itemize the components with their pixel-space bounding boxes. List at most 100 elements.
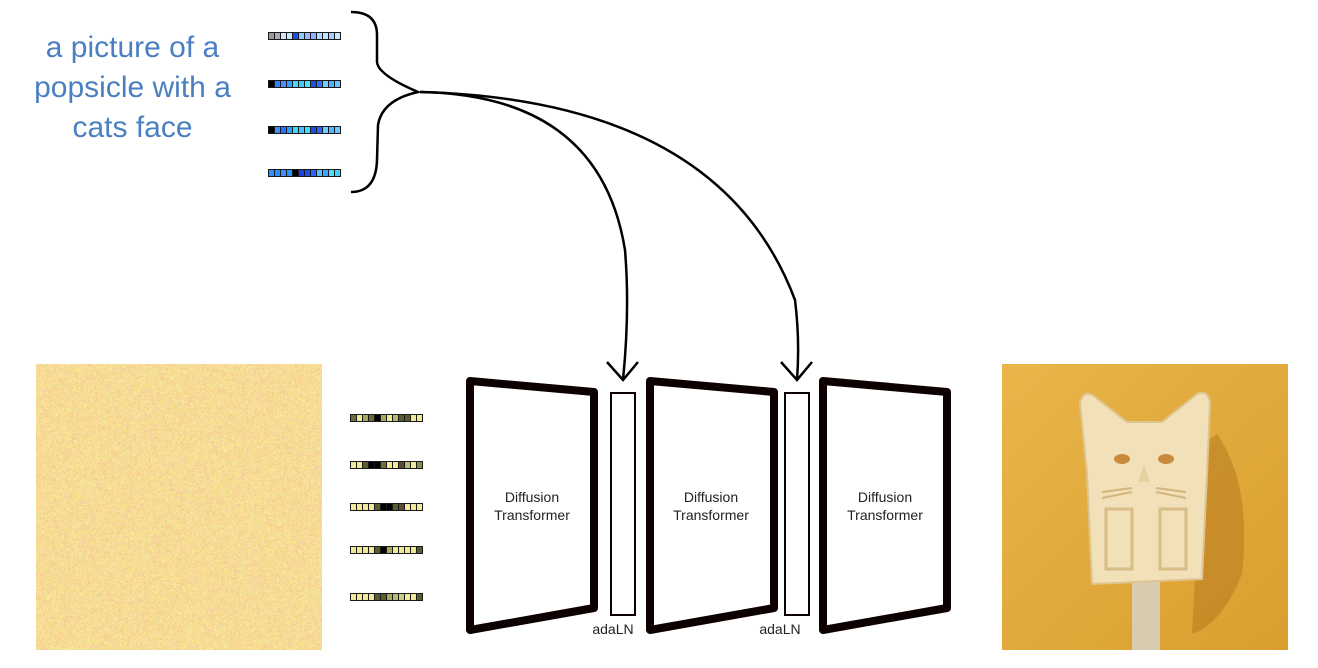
token-cell bbox=[335, 33, 340, 39]
dit-label-line1: Diffusion bbox=[684, 489, 738, 505]
condition-arrow-2 bbox=[419, 90, 800, 381]
text-token bbox=[268, 169, 341, 177]
token-cell bbox=[363, 594, 368, 600]
token-cell bbox=[335, 127, 340, 133]
dit-block-3: Diffusion Transformer bbox=[819, 377, 951, 634]
token-cell bbox=[305, 81, 310, 87]
prompt-line: a picture of a bbox=[45, 31, 220, 64]
token-cell bbox=[363, 504, 368, 510]
token-cell bbox=[269, 127, 274, 133]
token-cell bbox=[369, 415, 374, 421]
token-cell bbox=[287, 81, 292, 87]
text-token bbox=[268, 32, 341, 40]
token-cell bbox=[369, 594, 374, 600]
adaln-label: adaLN bbox=[592, 621, 633, 637]
prompt-line: popsicle with a bbox=[34, 71, 231, 104]
token-cell bbox=[287, 127, 292, 133]
dit-label-line2: Transformer bbox=[494, 507, 570, 523]
token-cell bbox=[405, 547, 410, 553]
token-cell bbox=[405, 462, 410, 468]
token-cell bbox=[387, 547, 392, 553]
token-cell bbox=[369, 547, 374, 553]
token-cell bbox=[293, 127, 298, 133]
token-cell bbox=[411, 504, 416, 510]
token-cell bbox=[357, 594, 362, 600]
token-cell bbox=[329, 81, 334, 87]
token-cell bbox=[375, 547, 380, 553]
token-cell bbox=[311, 33, 316, 39]
arrow-head-2 bbox=[780, 361, 813, 382]
token-cell bbox=[417, 415, 422, 421]
adaln-block-2: adaLN bbox=[759, 392, 810, 637]
token-cell bbox=[417, 594, 422, 600]
token-cell bbox=[281, 81, 286, 87]
token-cell bbox=[287, 170, 292, 176]
token-cell bbox=[351, 415, 356, 421]
token-cell bbox=[399, 547, 404, 553]
image-token bbox=[350, 414, 423, 422]
image-token bbox=[350, 503, 423, 511]
token-cell bbox=[299, 33, 304, 39]
token-cell bbox=[393, 415, 398, 421]
token-cell bbox=[399, 415, 404, 421]
token-cell bbox=[411, 415, 416, 421]
dit-block-1: Diffusion Transformer bbox=[466, 377, 598, 634]
cat-face-popsicle bbox=[1078, 391, 1212, 586]
token-cell bbox=[317, 33, 322, 39]
noise-image bbox=[36, 364, 322, 650]
dit-label-line1: Diffusion bbox=[858, 489, 912, 505]
token-cell bbox=[323, 127, 328, 133]
token-cell bbox=[305, 33, 310, 39]
token-cell bbox=[317, 127, 322, 133]
output-image bbox=[1002, 364, 1288, 650]
token-cell bbox=[335, 170, 340, 176]
token-cell bbox=[329, 33, 334, 39]
token-cell bbox=[329, 170, 334, 176]
token-cell bbox=[363, 547, 368, 553]
cat-popsicle-illustration bbox=[1002, 364, 1288, 650]
adaln-block-1: adaLN bbox=[592, 392, 636, 637]
brace bbox=[350, 10, 423, 194]
token-cell bbox=[351, 504, 356, 510]
token-cell bbox=[281, 170, 286, 176]
token-cell bbox=[363, 415, 368, 421]
token-cell bbox=[387, 462, 392, 468]
token-cell bbox=[375, 415, 380, 421]
token-cell bbox=[357, 415, 362, 421]
token-cell bbox=[275, 33, 280, 39]
token-cell bbox=[417, 547, 422, 553]
image-token bbox=[350, 461, 423, 469]
token-cell bbox=[281, 33, 286, 39]
token-cell bbox=[393, 462, 398, 468]
dit-label-line2: Transformer bbox=[847, 507, 923, 523]
popsicle-stick bbox=[1132, 579, 1160, 650]
text-token bbox=[268, 80, 341, 88]
token-cell bbox=[417, 462, 422, 468]
arrow-head-1 bbox=[606, 361, 639, 382]
token-cell bbox=[335, 81, 340, 87]
token-cell bbox=[381, 504, 386, 510]
token-cell bbox=[299, 81, 304, 87]
token-cell bbox=[381, 547, 386, 553]
token-cell bbox=[311, 127, 316, 133]
token-cell bbox=[323, 81, 328, 87]
token-cell bbox=[417, 504, 422, 510]
token-cell bbox=[311, 170, 316, 176]
token-cell bbox=[411, 462, 416, 468]
token-cell bbox=[405, 415, 410, 421]
token-cell bbox=[405, 594, 410, 600]
token-cell bbox=[399, 462, 404, 468]
dit-label-line1: Diffusion bbox=[505, 489, 559, 505]
token-cell bbox=[387, 504, 392, 510]
token-cell bbox=[357, 547, 362, 553]
token-cell bbox=[411, 547, 416, 553]
text-token bbox=[268, 126, 341, 134]
token-cell bbox=[357, 504, 362, 510]
token-cell bbox=[293, 170, 298, 176]
condition-arrow-1 bbox=[419, 90, 629, 381]
token-cell bbox=[299, 170, 304, 176]
image-token bbox=[350, 546, 423, 554]
token-cell bbox=[269, 170, 274, 176]
token-cell bbox=[375, 462, 380, 468]
